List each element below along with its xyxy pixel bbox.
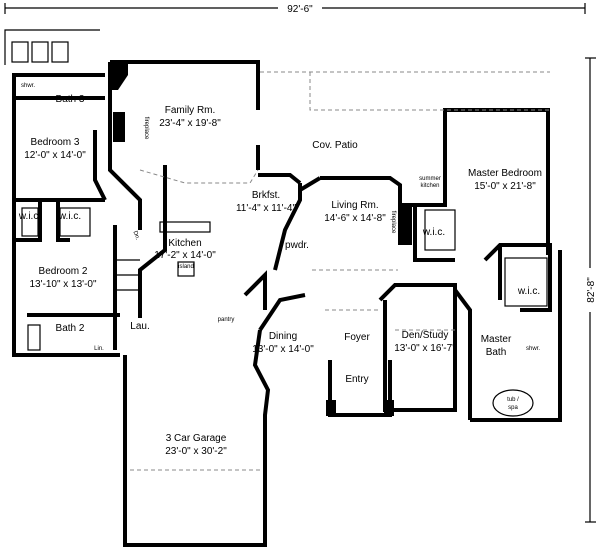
tub-label: tub / <box>507 397 519 403</box>
ac-units <box>4 29 100 65</box>
patio-label: Cov. Patio <box>312 140 358 151</box>
depth-dimension: 82'-8" <box>584 57 597 523</box>
tub-spa <box>492 389 534 417</box>
room-labels: Bath 3 shwr. Bedroom 3 12'-0" x 14'-0" w… <box>18 83 542 457</box>
kitchen-island <box>177 261 195 277</box>
kitchen-label: Kitchen <box>168 238 201 249</box>
svg-text:92'-6": 92'-6" <box>287 4 313 15</box>
den-label: Den/Study <box>402 330 449 341</box>
master-bath-label: Master <box>481 334 512 345</box>
kitchen-size: 17'-2" x 14'-0" <box>154 250 216 261</box>
svg-text:82'-8": 82'-8" <box>586 277 597 303</box>
island-label: island <box>178 264 194 270</box>
master-bath-label-2: Bath <box>486 347 507 358</box>
living-label: Living Rm. <box>331 200 378 211</box>
family-fireplace-label: fireplace <box>143 117 149 140</box>
bedroom2-label: Bedroom 2 <box>39 266 88 277</box>
bedroom2-size: 13'-10" x 13'-0" <box>29 279 97 290</box>
bath2-label: Bath 2 <box>56 323 85 334</box>
bedroom3-size: 12'-0" x 14'-0" <box>24 150 86 161</box>
family-label: Family Rm. <box>165 105 216 116</box>
den-size: 13'-0" x 16'-7" <box>394 343 456 354</box>
wic4-label: w.i.c. <box>517 286 540 297</box>
master-bed-size: 15'-0" x 21'-8" <box>474 181 536 192</box>
pantry-label: pantry <box>218 317 235 323</box>
family-size: 23'-4" x 19'-8" <box>159 118 221 129</box>
width-dimension: 92'-6" <box>4 2 586 15</box>
entry-label: Entry <box>345 374 368 385</box>
tub-label-2: spa <box>508 405 518 411</box>
dashed-lines <box>139 71 550 331</box>
summer-kitchen-label: summer <box>419 176 441 182</box>
fixtures <box>21 207 548 471</box>
walls <box>12 60 562 547</box>
stairs-label: Dn. <box>132 230 141 241</box>
garage-label: 3 Car Garage <box>166 433 227 444</box>
pwdr-label: pwdr. <box>285 240 309 251</box>
bedroom3-label: Bedroom 3 <box>31 137 80 148</box>
garage-size: 23'-0" x 30'-2" <box>165 446 227 457</box>
wic1-label: w.i.c. <box>18 211 41 222</box>
brkfst-label: Brkfst. <box>252 190 280 201</box>
wall-blocks <box>110 62 412 416</box>
living-size: 14'-6" x 14'-8" <box>324 213 386 224</box>
master-shower-label: shwr. <box>526 346 540 352</box>
wic2-label: w.i.c. <box>58 211 81 222</box>
bath3-label: Bath 3 <box>56 94 85 105</box>
linen-label: Lin. <box>94 346 104 352</box>
master-bed-label: Master Bedroom <box>468 168 542 179</box>
wic3-label: w.i.c. <box>422 227 445 238</box>
dining-label: Dining <box>269 331 297 342</box>
dining-size: 13'-0" x 14'-0" <box>252 344 314 355</box>
summer-kitchen-label-2: kitchen <box>420 183 439 189</box>
laundry-label: Lau. <box>130 321 149 332</box>
living-fireplace-label: fireplace <box>390 211 396 234</box>
shower3-label: shwr. <box>21 83 35 89</box>
brkfst-size: 11'-4" x 11'-4" <box>236 203 296 214</box>
foyer-label: Foyer <box>344 332 370 343</box>
